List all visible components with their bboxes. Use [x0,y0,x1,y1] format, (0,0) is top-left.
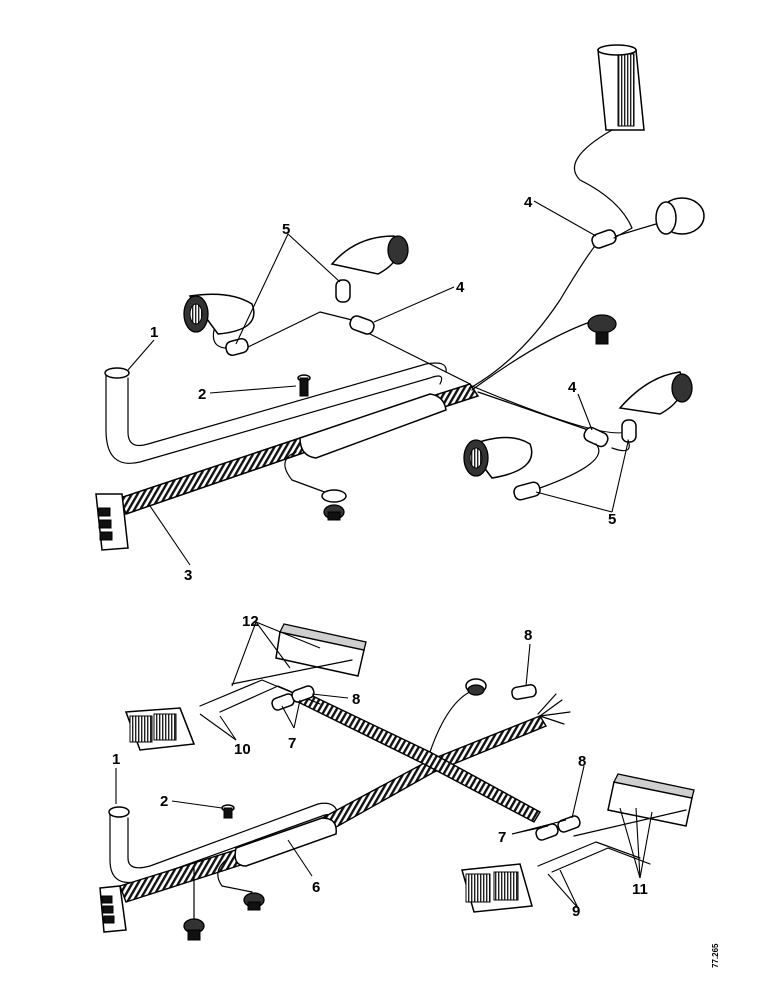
label-4-upper-c: 4 [568,379,577,396]
label-2-lower: 2 [160,793,168,810]
sleeve-upper [299,393,447,459]
label-1-upper: 1 [150,324,158,341]
pipe-end-lower [108,806,130,818]
label-5-upper-a: 5 [282,221,290,238]
label-11: 11 [632,881,648,898]
connector-5-left-b [335,279,351,303]
grommet-upper-right [587,314,617,345]
pipe-inner-upper [127,362,447,447]
label-9: 9 [572,903,580,920]
multi-pin-connector-lower [99,885,127,933]
label-4-upper-a: 4 [524,194,533,211]
label-2-upper: 2 [198,386,206,403]
pipe-end-upper [104,367,130,379]
label-3-upper: 3 [184,567,192,584]
label-12: 12 [242,613,259,630]
rear-bracket-left [275,623,367,677]
label-1-lower: 1 [112,751,120,768]
grommet-lower [465,678,487,696]
round-socket-cap [655,197,705,235]
indicator-lamp-right-2 [618,371,693,415]
screw-lower [221,804,235,819]
label-8-lower-a: 8 [524,627,532,644]
sleeve-6 [234,817,337,867]
connector-4-left [349,315,375,335]
cross-branch-lower [293,689,541,823]
connector-8-loose [511,684,537,700]
connector-4-top [591,229,617,249]
ground-stud-upper [321,489,347,521]
label-8-lower-c: 8 [578,753,586,770]
rear-lamp-left [124,707,196,751]
connector-5-right-a [621,419,637,443]
indicator-lamp-left-2 [330,235,409,275]
label-4-upper-b: 4 [456,279,465,296]
screw-upper [297,374,311,397]
multi-pin-connector-upper [95,493,129,551]
indicator-lamp-right-1 [463,436,533,479]
pipe-outline-upper [105,371,443,464]
reference-code: 77.265 [711,943,720,968]
upper-harness-assembly: 1 2 3 4 4 4 5 5 [95,44,705,584]
label-7-lower-b: 7 [498,829,506,846]
rear-bracket-right [607,773,695,827]
label-6: 6 [312,879,320,896]
connector-4-right [583,426,609,448]
label-8-lower-b: 8 [352,691,360,708]
ground-stud-lower-a [243,892,265,911]
lower-harness-assembly: 1 2 6 7 7 8 8 8 9 10 11 12 [99,613,695,941]
ground-stud-lower-b [183,918,205,941]
rear-lamp-right [461,863,533,913]
connector-5-left-a [225,337,249,357]
connector-5-right-b [513,481,541,501]
label-7-lower-a: 7 [288,735,296,752]
indicator-lamp-left-1 [183,293,255,335]
label-5-upper-b: 5 [608,511,616,528]
label-10: 10 [234,741,251,758]
trailer-plug [597,44,645,131]
